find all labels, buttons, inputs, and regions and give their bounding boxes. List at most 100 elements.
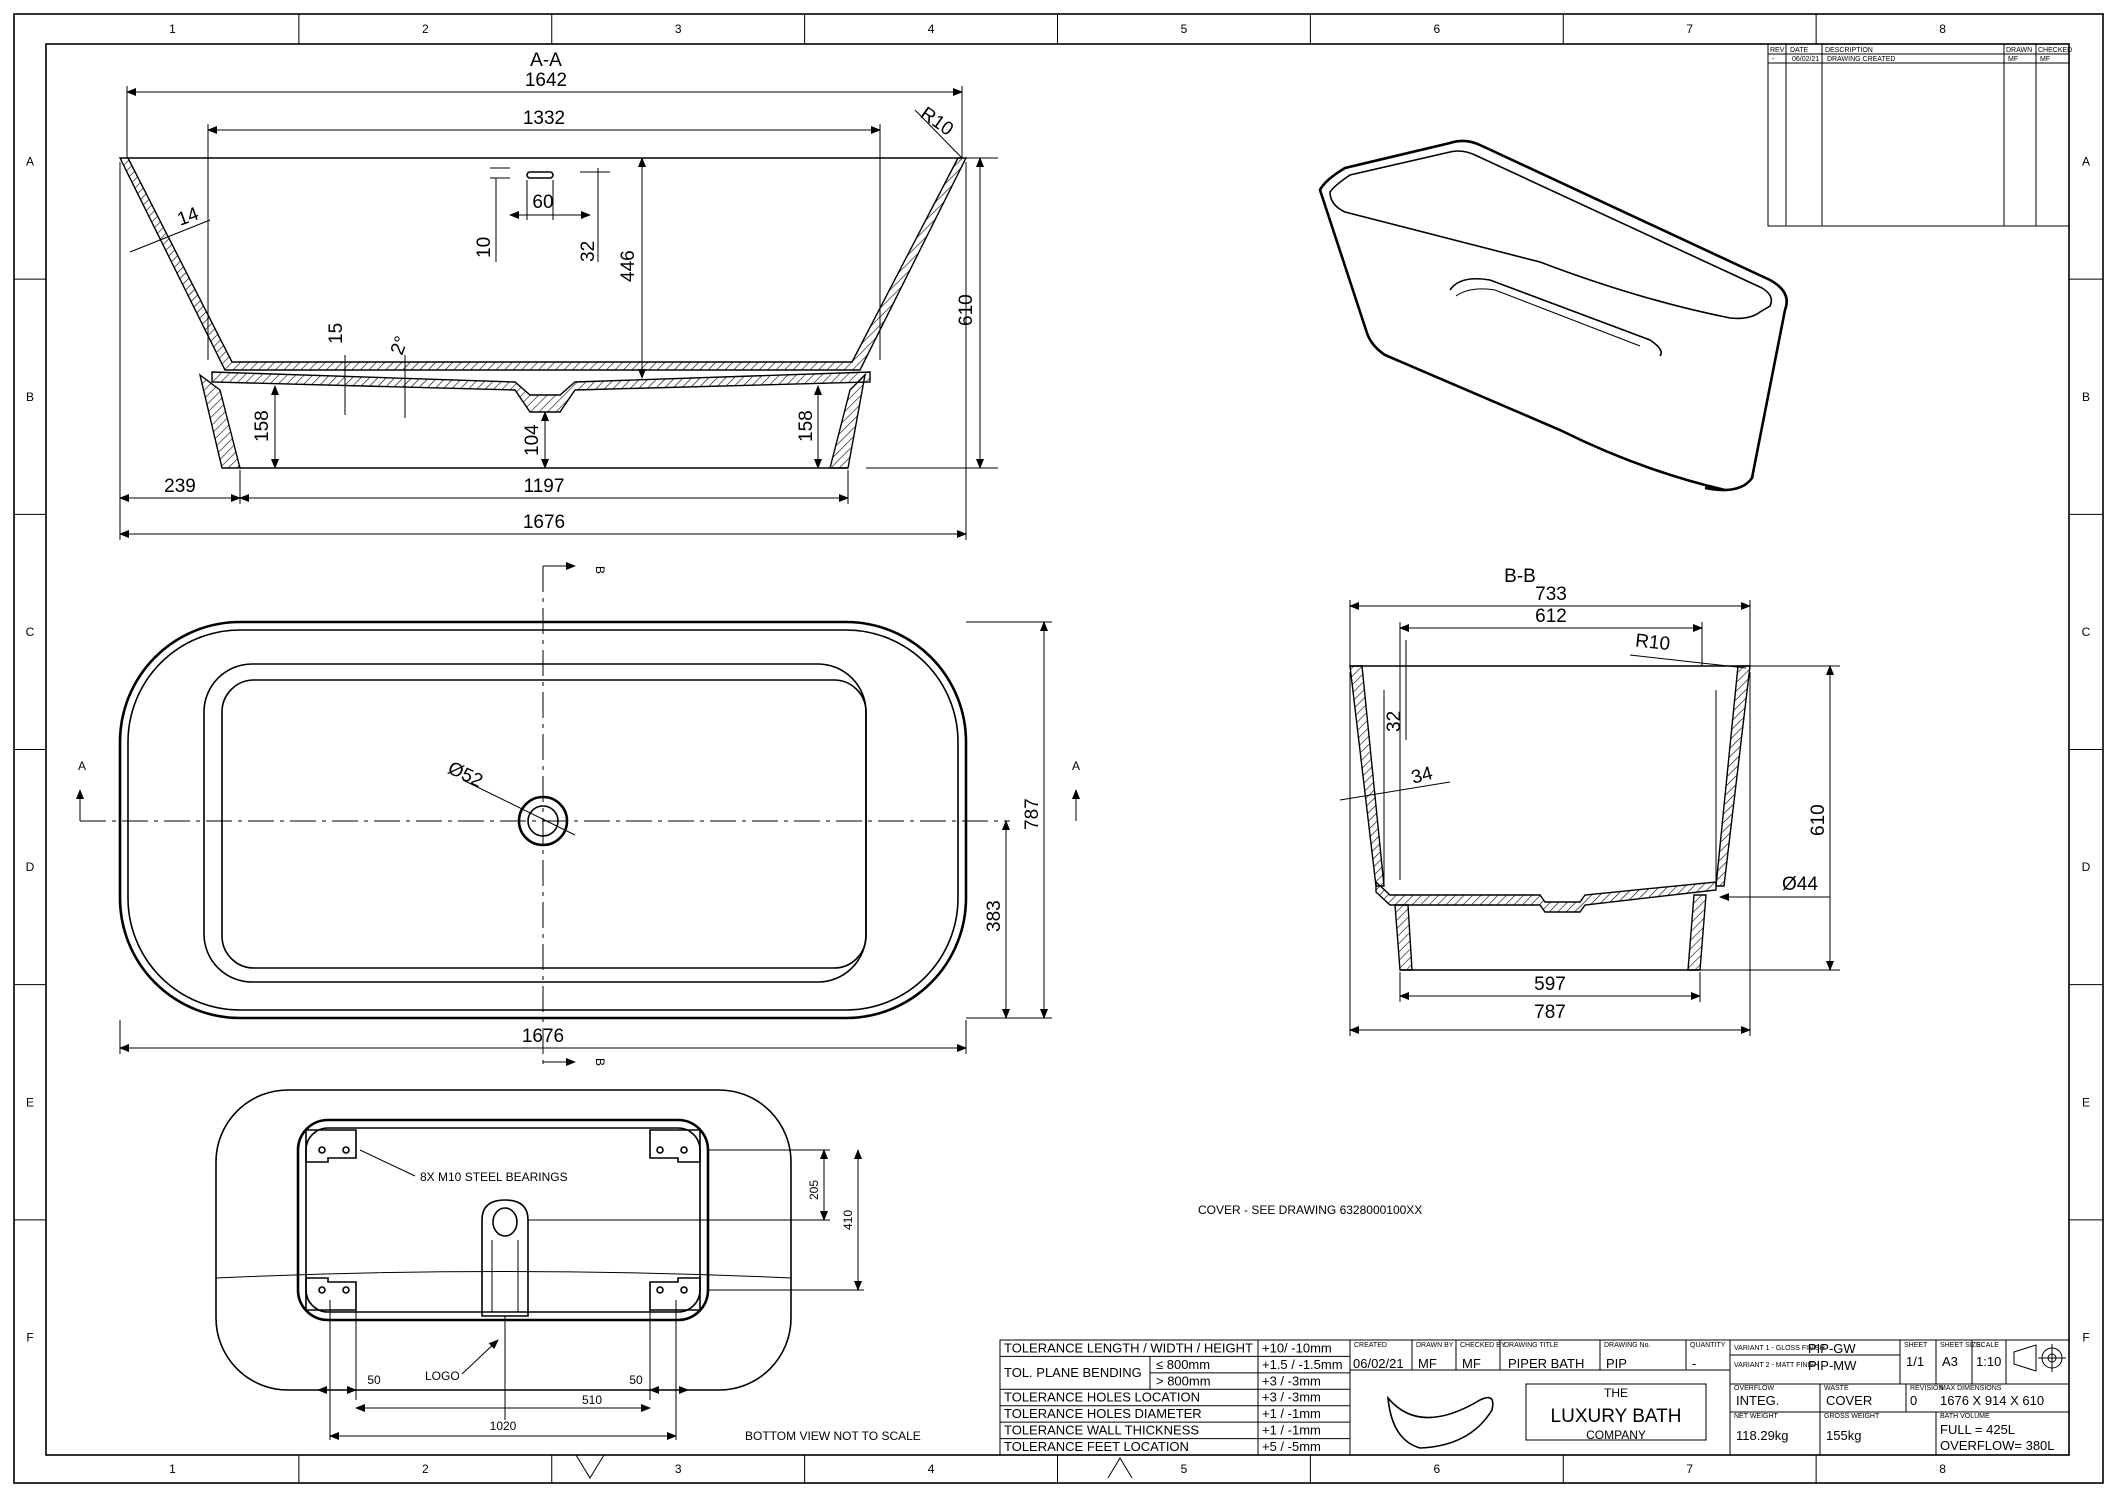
- plan-basin: [203, 663, 867, 983]
- bottom-waste: [481, 1199, 529, 1317]
- dim-1020: 1020: [490, 1419, 517, 1433]
- aa-left-leg: [198, 373, 241, 469]
- dim-239: 239: [164, 476, 196, 497]
- svg-text:MAX DIMENSIONS: MAX DIMENSIONS: [1940, 1385, 2002, 1392]
- tb-full: FULL = 425L: [1940, 1422, 2015, 1437]
- projection-symbol-icon: [2013, 1344, 2066, 1372]
- zone-row-D: D: [26, 860, 35, 874]
- tolerance-label: TOLERANCE FEET LOCATION: [1004, 1439, 1189, 1454]
- zone-col-6: 6: [1433, 1462, 1440, 1476]
- tolerance-value: +5 / -5mm: [1262, 1439, 1321, 1454]
- zone-col-8: 8: [1939, 1462, 1946, 1476]
- tolerance-value: +1.5 / -1.5mm: [1262, 1357, 1343, 1372]
- tolerance-value: +3 / -3mm: [1262, 1373, 1321, 1388]
- svg-text:VARIANT 1 - GLOSS FINISH: VARIANT 1 - GLOSS FINISH: [1734, 1345, 1825, 1352]
- aa-outer-wall: [118, 157, 968, 371]
- bb-left-leg: [1394, 904, 1413, 971]
- tolerance-sub: > 800mm: [1156, 1373, 1211, 1388]
- cover-note: COVER - SEE DRAWING 6328000100XX: [1198, 1203, 1422, 1217]
- tolerance-value: +10/ -10mm: [1262, 1340, 1332, 1355]
- bottom-view: 8X M10 STEEL BEARINGS 205 410 50 50 510 …: [215, 1089, 1422, 1443]
- dim-733: 733: [1535, 584, 1567, 605]
- zone-row-A: A: [2082, 155, 2090, 169]
- dim-510: 510: [582, 1393, 602, 1407]
- zone-col-2: 2: [422, 1462, 429, 1476]
- section-mark-a-left: A: [78, 759, 86, 773]
- brand-name: LUXURY BATH: [1551, 1406, 1682, 1427]
- dim-787-bb: 787: [1534, 1002, 1566, 1023]
- dim-158-left: 158: [252, 410, 273, 442]
- revision-cell: MF: [2008, 56, 2018, 63]
- svg-text:REVISION: REVISION: [1910, 1385, 1943, 1392]
- tb-title: PIPER BATH: [1508, 1356, 1584, 1371]
- zone-row-B: B: [26, 390, 34, 404]
- brand-logo: [1525, 1383, 1707, 1441]
- dim-14: 14: [175, 203, 202, 230]
- bearing-tr: [649, 1129, 701, 1163]
- dim-50-right: 50: [629, 1373, 643, 1387]
- brand-company: COMPANY: [1586, 1428, 1646, 1442]
- zone-col-4: 4: [928, 22, 935, 36]
- svg-text:OVERFLOW: OVERFLOW: [1734, 1385, 1774, 1392]
- svg-text:CHECKED BY: CHECKED BY: [1460, 1342, 1506, 1349]
- dim-612: 612: [1535, 606, 1567, 627]
- dim-d52: Ø52: [444, 758, 485, 792]
- tolerance-label: TOLERANCE WALL THICKNESS: [1004, 1423, 1199, 1438]
- tolerance-label: TOL. PLANE BENDING: [1004, 1365, 1142, 1380]
- svg-text:SHEET SIZE: SHEET SIZE: [1940, 1342, 1981, 1349]
- dim-410: 410: [841, 1210, 855, 1230]
- revision-cell: DRAWING CREATED: [1827, 56, 1895, 63]
- bb-left-wall: [1349, 665, 1385, 887]
- tb-dimensions: 1676 X 914 X 610: [1940, 1393, 2044, 1408]
- iso-rim: [1329, 150, 1773, 320]
- tb-scale: 1:10: [1976, 1354, 2001, 1369]
- isometric-view: [1318, 139, 1788, 492]
- dim-2deg: 2°: [387, 333, 413, 357]
- zone-row-B: B: [2082, 390, 2090, 404]
- revision-header: DRAWN: [2006, 47, 2032, 54]
- revision-header: CHECKED: [2038, 47, 2072, 54]
- section-mark-b-bottom: B: [593, 1058, 607, 1066]
- dim-787-plan: 787: [1022, 798, 1043, 830]
- tb-waste: COVER: [1826, 1393, 1872, 1408]
- section-mark-b-top: B: [593, 566, 607, 574]
- dim-60: 60: [532, 192, 553, 213]
- zone-col-3: 3: [675, 22, 682, 36]
- svg-text:VARIANT 2 - MATT FINISH: VARIANT 2 - MATT FINISH: [1734, 1362, 1819, 1369]
- bottom-outline: [215, 1089, 792, 1391]
- revision-cell: 06/02/21: [1792, 56, 1819, 63]
- zone-col-1: 1: [169, 22, 176, 36]
- section-mark-a-right: A: [1072, 759, 1080, 773]
- logo-label: LOGO: [425, 1369, 460, 1383]
- tb-gross-weight: 155kg: [1826, 1428, 1861, 1443]
- tb-checked: MF: [1462, 1356, 1481, 1371]
- tb-quantity: -: [1692, 1356, 1696, 1371]
- svg-text:DRAWN BY: DRAWN BY: [1416, 1342, 1454, 1349]
- dim-32: 32: [578, 241, 599, 262]
- section-bb-title: B-B: [1504, 566, 1536, 587]
- bath-logo-icon: [1386, 1395, 1494, 1449]
- zone-col-2: 2: [422, 22, 429, 36]
- dim-205: 205: [807, 1180, 821, 1200]
- dim-r10-bb: R10: [1634, 631, 1671, 656]
- revision-header: DESCRIPTION: [1825, 47, 1873, 54]
- zone-col-1: 1: [169, 1462, 176, 1476]
- zone-col-7: 7: [1686, 1462, 1693, 1476]
- zone-col-4: 4: [928, 1462, 935, 1476]
- tb-net-weight: 118.29kg: [1736, 1428, 1789, 1443]
- aa-right-leg: [829, 372, 867, 469]
- svg-text:SHEET: SHEET: [1904, 1342, 1928, 1349]
- tb-drawn: MF: [1418, 1356, 1437, 1371]
- tolerance-label: TOLERANCE LENGTH / WIDTH / HEIGHT: [1004, 1340, 1253, 1355]
- revision-cell: MF: [2040, 56, 2050, 63]
- tb-variant-matt: PIP-MW: [1808, 1358, 1857, 1373]
- svg-text:CREATED: CREATED: [1354, 1342, 1387, 1349]
- plan-view: Ø52 B B A A 787 383 1676: [76, 562, 1080, 1070]
- tolerance-sub: ≤ 800mm: [1156, 1357, 1210, 1372]
- dim-1642: 1642: [525, 70, 567, 91]
- zone-col-3: 3: [675, 1462, 682, 1476]
- zone-col-6: 6: [1433, 22, 1440, 36]
- aa-floor: [211, 371, 871, 413]
